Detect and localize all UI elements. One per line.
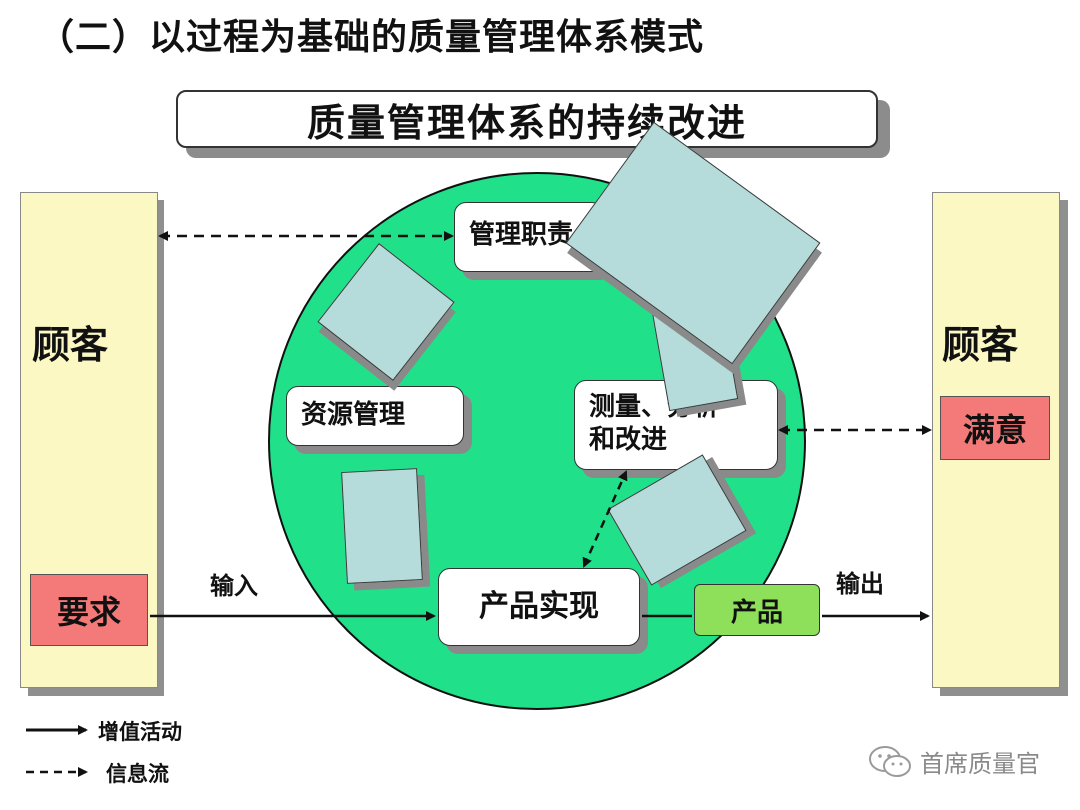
legend-solid-label: 增值活动 xyxy=(98,720,182,744)
right-customer-label: 顾客 xyxy=(942,323,1019,367)
input-label: 输入 xyxy=(210,572,258,600)
watermark: 首席质量官 xyxy=(868,744,1040,779)
left-customer-label: 顾客 xyxy=(32,323,109,367)
satisfaction-box: 满意 xyxy=(940,396,1050,460)
product-realization-box: 产品实现 xyxy=(438,568,640,646)
requirements-box: 要求 xyxy=(30,574,148,646)
resources-box: 资源管理 xyxy=(286,386,464,446)
watermark-text: 首席质量官 xyxy=(920,750,1040,778)
output-label: 输出 xyxy=(836,570,884,598)
page-title: （二）以过程为基础的质量管理体系模式 xyxy=(38,17,705,58)
info-flow-realization-arrow xyxy=(582,470,628,568)
product-box: 产品 xyxy=(694,584,820,636)
wechat-icon xyxy=(869,745,911,777)
legend-dashed-label: 信息流 xyxy=(106,762,169,786)
